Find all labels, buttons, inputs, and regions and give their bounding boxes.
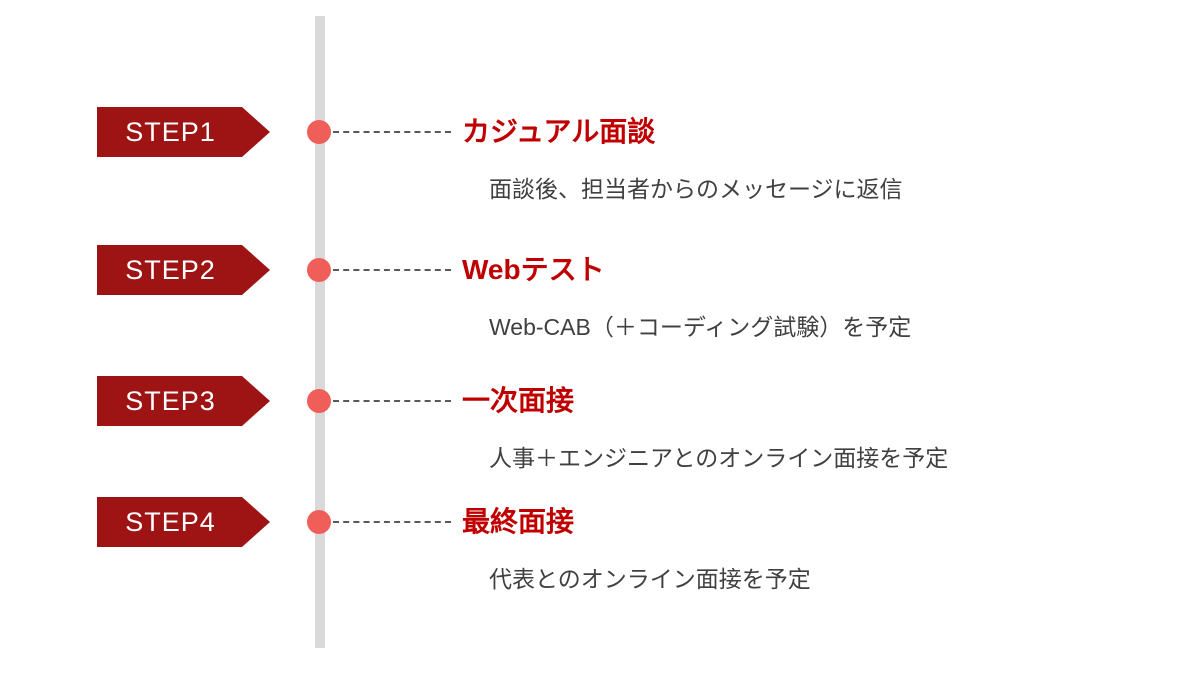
step-row-1: STEP1 カジュアル面談 面談後、担当者からのメッセージに返信 bbox=[0, 107, 1179, 237]
step-description: Web-CAB（＋コーディング試験）を予定 bbox=[489, 314, 912, 340]
step-badge-arrow: STEP2 bbox=[97, 245, 270, 295]
step-badge-label: STEP4 bbox=[125, 506, 216, 537]
step-badge-label: STEP2 bbox=[125, 254, 216, 285]
step-description: 面談後、担当者からのメッセージに返信 bbox=[489, 176, 903, 202]
step-title: Webテスト bbox=[462, 254, 605, 285]
step-description: 人事＋エンジニアとのオンライン面接を予定 bbox=[489, 445, 949, 471]
step-badge-arrow: STEP4 bbox=[97, 497, 270, 547]
step-title: 最終面接 bbox=[462, 506, 575, 537]
dashed-connector bbox=[333, 131, 451, 133]
dashed-connector bbox=[333, 269, 451, 271]
dashed-connector bbox=[333, 521, 451, 523]
timeline-dot bbox=[307, 389, 331, 413]
timeline-dot bbox=[307, 510, 331, 534]
timeline-line bbox=[315, 16, 325, 648]
step-badge-label: STEP1 bbox=[125, 116, 216, 147]
step-badge-arrow: STEP3 bbox=[97, 376, 270, 426]
dashed-connector bbox=[333, 400, 451, 402]
step-row-4: STEP4 最終面接 代表とのオンライン面接を予定 bbox=[0, 497, 1179, 627]
step-badge-label: STEP3 bbox=[125, 385, 216, 416]
step-title: カジュアル面談 bbox=[462, 116, 656, 147]
step-description: 代表とのオンライン面接を予定 bbox=[489, 566, 811, 592]
step-title: 一次面接 bbox=[462, 385, 575, 416]
timeline-dot bbox=[307, 258, 331, 282]
step-row-3: STEP3 一次面接 人事＋エンジニアとのオンライン面接を予定 bbox=[0, 376, 1179, 506]
timeline-dot bbox=[307, 120, 331, 144]
step-row-2: STEP2 Webテスト Web-CAB（＋コーディング試験）を予定 bbox=[0, 245, 1179, 375]
step-badge-arrow: STEP1 bbox=[97, 107, 270, 157]
